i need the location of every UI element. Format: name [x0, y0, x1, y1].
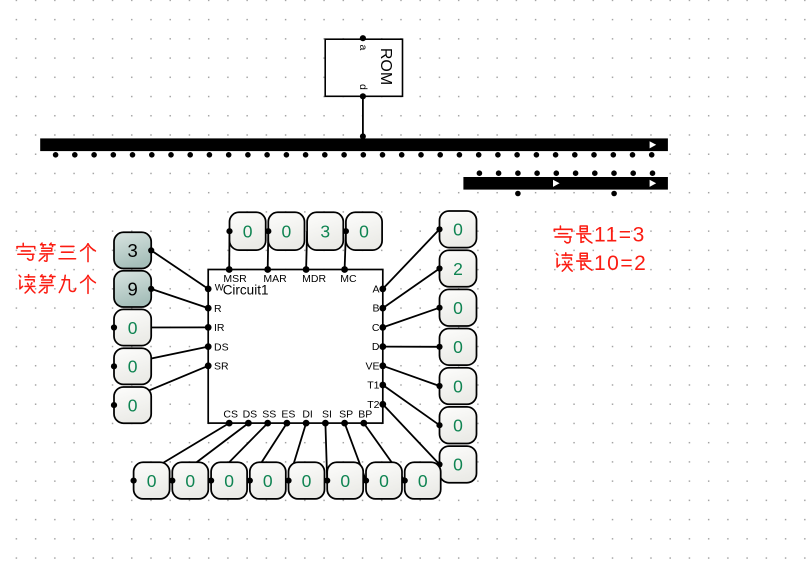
svg-text:R: R	[214, 303, 222, 315]
svg-text:0: 0	[418, 471, 428, 491]
svg-text:SP: SP	[339, 409, 353, 421]
svg-text:3: 3	[320, 222, 330, 242]
svg-text:0: 0	[379, 471, 389, 491]
svg-text:MDR: MDR	[302, 273, 326, 285]
svg-text:11=3: 11=3	[594, 223, 646, 246]
svg-text:DS: DS	[214, 341, 229, 353]
svg-text:W: W	[215, 283, 224, 294]
svg-text:0: 0	[224, 471, 234, 491]
svg-text:VE: VE	[365, 360, 379, 372]
svg-text:0: 0	[243, 222, 253, 242]
svg-text:MSR: MSR	[223, 273, 247, 285]
svg-text:MC: MC	[340, 273, 357, 285]
svg-text:d: d	[357, 84, 369, 90]
svg-text:0: 0	[302, 471, 312, 491]
svg-text:0: 0	[147, 471, 157, 491]
svg-text:0: 0	[359, 222, 369, 242]
svg-text:9: 9	[127, 279, 137, 300]
svg-text:0: 0	[453, 455, 463, 475]
svg-text:MAR: MAR	[263, 273, 287, 285]
svg-text:SR: SR	[214, 361, 229, 373]
svg-text:C: C	[372, 322, 380, 334]
svg-text:T2: T2	[367, 399, 379, 411]
svg-text:T1: T1	[367, 380, 379, 392]
svg-text:10=2: 10=2	[594, 252, 647, 275]
svg-text:SI: SI	[322, 409, 332, 421]
svg-text:0: 0	[128, 395, 138, 415]
svg-text:0: 0	[453, 298, 463, 318]
svg-text:0: 0	[282, 222, 292, 242]
svg-text:BP: BP	[358, 409, 372, 421]
svg-text:B: B	[372, 303, 379, 315]
svg-text:0: 0	[185, 471, 195, 491]
svg-text:0: 0	[453, 220, 463, 240]
svg-text:3: 3	[127, 240, 137, 261]
svg-text:CS: CS	[223, 409, 238, 421]
svg-text:SS: SS	[262, 409, 276, 421]
svg-text:0: 0	[453, 416, 463, 436]
svg-text:A: A	[372, 283, 379, 295]
svg-text:0: 0	[453, 337, 463, 357]
svg-text:D: D	[372, 341, 380, 353]
svg-text:2: 2	[453, 259, 463, 279]
svg-text:IR: IR	[214, 322, 225, 334]
svg-text:0: 0	[128, 357, 138, 377]
svg-text:0: 0	[263, 471, 273, 491]
svg-text:ES: ES	[281, 409, 295, 421]
svg-text:0: 0	[453, 376, 463, 396]
svg-text:0: 0	[128, 318, 138, 338]
svg-text:ROM: ROM	[377, 48, 394, 85]
svg-text:DS: DS	[243, 409, 258, 421]
svg-text:a: a	[357, 44, 369, 50]
svg-text:Circuit1: Circuit1	[223, 282, 269, 297]
svg-text:0: 0	[340, 471, 350, 491]
svg-text:DI: DI	[302, 409, 313, 421]
